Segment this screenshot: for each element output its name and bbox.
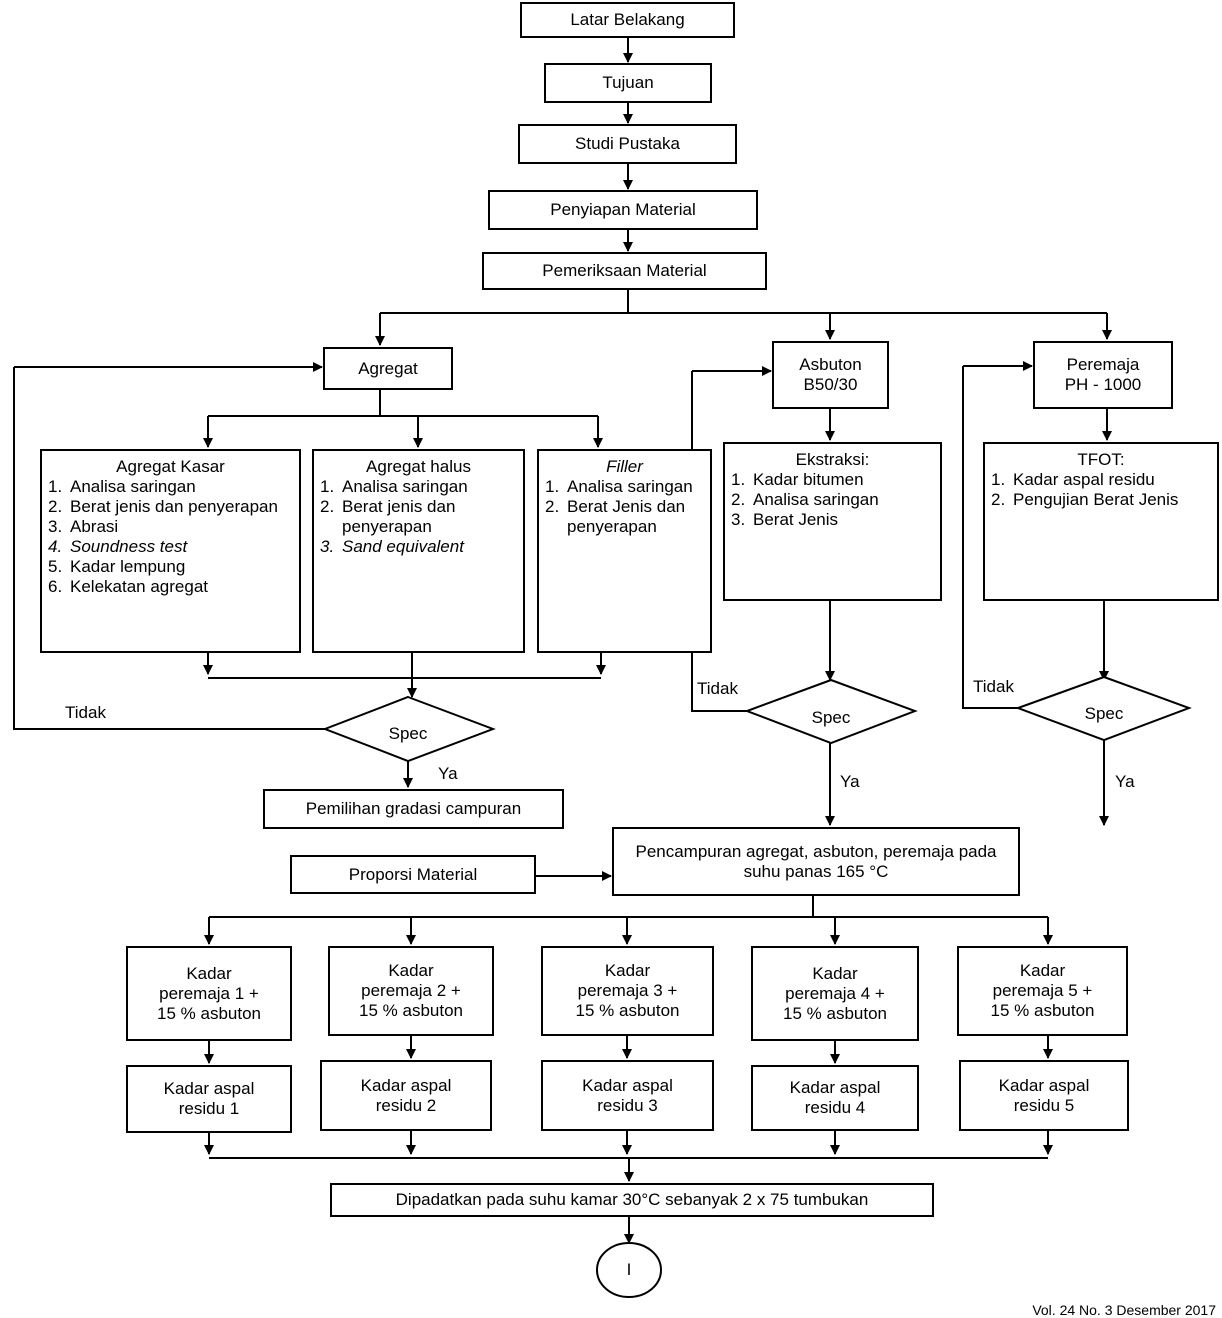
box-dipadatkan: Dipadatkan pada suhu kamar 30°C sebanyak…	[330, 1183, 934, 1217]
test-list: Analisa saringan Berat jenis dan penyera…	[48, 477, 293, 597]
box-kadar-aspal-residu-3: Kadar aspal residu 3	[541, 1060, 714, 1131]
box-label: Kadar peremaja 1 + 15 % asbuton	[157, 963, 261, 1023]
box-label: Proporsi Material	[348, 864, 478, 884]
list-item: Berat jenis dan penyerapan	[48, 497, 278, 517]
label-ya-asbuton: Ya	[840, 772, 860, 791]
box-label: Dipadatkan pada suhu kamar 30°C sebanyak…	[395, 1190, 869, 1209]
test-list: Analisa saringan Berat jenis dan penyera…	[320, 477, 517, 557]
box-title: TFOT:	[1077, 450, 1125, 469]
box-kadar-aspal-residu-5: Kadar aspal residu 5	[959, 1060, 1129, 1131]
spec-label-agregat: Spec	[388, 724, 428, 743]
box-label: Penyiapan Material	[550, 200, 696, 219]
box-asbuton: Asbuton B50/30	[772, 341, 889, 409]
box-label: Kadar peremaja 5 + 15 % asbuton	[990, 961, 1095, 1020]
list-item: Analisa saringan	[48, 477, 196, 497]
box-kadar-aspal-residu-2: Kadar aspal residu 2	[320, 1060, 492, 1131]
list-item: Pengujian Berat Jenis	[991, 490, 1179, 510]
box-title: Ekstraksi:	[795, 450, 870, 469]
test-list: Kadar aspal residu Pengujian Berat Jenis	[991, 470, 1211, 510]
box-kadar-aspal-residu-1: Kadar aspal residu 1	[126, 1065, 292, 1133]
box-pemeriksaan-material: Pemeriksaan Material	[482, 252, 767, 290]
box-pencampuran: Pencampuran agregat, asbuton, peremaja p…	[612, 827, 1020, 896]
box-title: Agregat halus	[366, 457, 471, 476]
label-ya-peremaja: Ya	[1115, 772, 1135, 791]
list-item: Kadar bitumen	[731, 470, 864, 490]
box-kadar-peremaja-4: Kadar peremaja 4 + 15 % asbuton	[751, 946, 919, 1041]
test-list: Analisa saringan Berat Jenis dan penyera…	[545, 477, 704, 537]
list-item: Kadar aspal residu	[991, 470, 1155, 490]
list-item: Berat Jenis	[731, 510, 839, 530]
spec-diamond-asbuton	[744, 678, 918, 745]
list-item: Sand equivalent	[320, 537, 464, 557]
list-item: Abrasi	[48, 517, 119, 537]
line-tidak-peremaja	[962, 366, 1018, 709]
box-agregat-kasar: Agregat Kasar Analisa saringan Berat jen…	[40, 449, 301, 653]
box-label: Pemeriksaan Material	[542, 261, 707, 280]
label-tidak-asbuton: Tidak	[697, 679, 738, 698]
box-tfot: TFOT: Kadar aspal residu Pengujian Berat…	[983, 442, 1219, 601]
box-penyiapan-material: Penyiapan Material	[488, 190, 758, 230]
box-agregat: Agregat	[323, 347, 453, 390]
line-tidak-agregat	[13, 367, 325, 730]
box-kadar-peremaja-1: Kadar peremaja 1 + 15 % asbuton	[126, 946, 292, 1041]
connector-label: I	[626, 1260, 632, 1279]
box-label: Tujuan	[602, 73, 654, 92]
list-item: Kadar lempung	[48, 557, 186, 577]
box-tujuan: Tujuan	[544, 63, 712, 103]
box-label: Kadar peremaja 3 + 15 % asbuton	[575, 961, 680, 1020]
list-item: Soundness test	[48, 537, 188, 557]
spec-diamond-agregat	[322, 695, 496, 763]
box-ekstraksi: Ekstraksi: Kadar bitumen Analisa saringa…	[723, 442, 942, 601]
test-list: Kadar bitumen Analisa saringan Berat Jen…	[731, 470, 934, 530]
box-kadar-aspal-residu-4: Kadar aspal residu 4	[751, 1065, 919, 1131]
page-footer: Vol. 24 No. 3 Desember 2017	[1032, 1302, 1216, 1318]
box-label: Studi Pustaka	[575, 134, 680, 153]
box-label: Kadar aspal residu 1	[163, 1079, 255, 1118]
box-title: Agregat Kasar	[116, 457, 225, 476]
spec-label-asbuton: Spec	[811, 708, 851, 727]
spec-diamond-peremaja	[1015, 675, 1192, 742]
box-agregat-halus: Agregat halus Analisa saringan Berat jen…	[312, 449, 525, 653]
box-filler: Filler Analisa saringan Berat Jenis dan …	[537, 449, 712, 653]
label-tidak-agregat: Tidak	[65, 703, 106, 722]
box-latar-belakang: Latar Belakang	[520, 2, 735, 38]
spec-label-peremaja: Spec	[1084, 704, 1124, 723]
connector-circle	[596, 1242, 662, 1298]
box-label: Kadar aspal residu 3	[582, 1075, 673, 1115]
label-ya-agregat: Ya	[438, 764, 458, 783]
box-peremaja: Peremaja PH - 1000	[1033, 341, 1173, 409]
list-item: Analisa saringan	[545, 477, 693, 497]
box-label: Asbuton B50/30	[799, 355, 862, 394]
box-label: Kadar aspal residu 5	[998, 1075, 1090, 1115]
list-item: Kelekatan agregat	[48, 577, 208, 597]
box-title: Filler	[606, 457, 643, 476]
box-label: Agregat	[358, 358, 418, 378]
box-label: Kadar peremaja 4 + 15 % asbuton	[783, 963, 887, 1023]
box-label: Kadar peremaja 2 + 15 % asbuton	[359, 961, 463, 1020]
box-label: Pemilihan gradasi campuran	[305, 799, 522, 818]
box-label: Kadar aspal residu 2	[360, 1075, 452, 1115]
list-item: Analisa saringan	[320, 477, 468, 497]
box-kadar-peremaja-2: Kadar peremaja 2 + 15 % asbuton	[328, 946, 494, 1036]
box-label: Peremaja PH - 1000	[1064, 355, 1142, 394]
box-pemilihan-gradasi: Pemilihan gradasi campuran	[263, 789, 564, 829]
box-kadar-peremaja-3: Kadar peremaja 3 + 15 % asbuton	[541, 946, 714, 1036]
box-label: Latar Belakang	[570, 10, 685, 29]
box-kadar-peremaja-5: Kadar peremaja 5 + 15 % asbuton	[957, 946, 1128, 1036]
list-item: Berat Jenis dan penyerapan	[545, 497, 686, 536]
box-proporsi-material: Proporsi Material	[290, 855, 536, 894]
box-label: Pencampuran agregat, asbuton, peremaja p…	[635, 841, 997, 881]
list-item: Berat jenis dan penyerapan	[320, 497, 456, 536]
box-studi-pustaka: Studi Pustaka	[518, 124, 737, 164]
label-tidak-peremaja: Tidak	[973, 677, 1014, 696]
list-item: Analisa saringan	[731, 490, 879, 510]
box-label: Kadar aspal residu 4	[789, 1078, 881, 1117]
